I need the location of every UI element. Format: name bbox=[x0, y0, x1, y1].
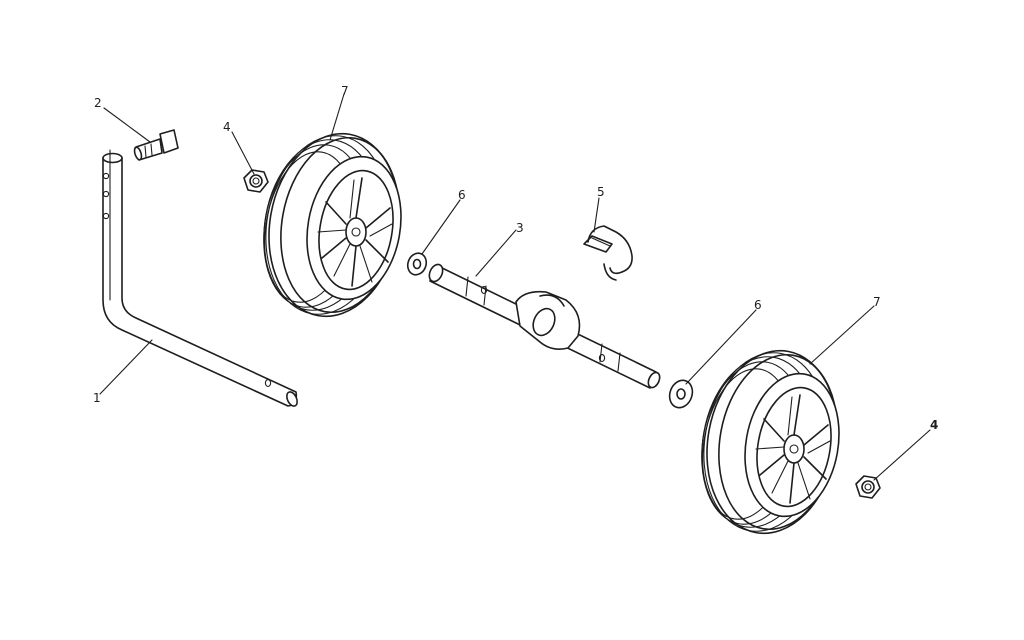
callout-part-7-left: 7 bbox=[341, 84, 349, 98]
callout-part-7-right: 7 bbox=[873, 295, 881, 309]
leader-part-2 bbox=[103, 107, 151, 143]
leader-lines bbox=[99, 93, 931, 481]
washer-right bbox=[668, 379, 694, 409]
wheel-left bbox=[263, 132, 402, 318]
leader-part-1 bbox=[99, 339, 153, 395]
leader-part-7-left bbox=[329, 93, 345, 141]
nut-left bbox=[243, 169, 269, 193]
leader-part-7-right bbox=[809, 305, 875, 365]
leader-part-4-left bbox=[231, 131, 255, 175]
callout-part-6-left: 6 bbox=[458, 188, 466, 202]
callout-part-1: 1 bbox=[93, 391, 101, 405]
wheel-right bbox=[701, 349, 840, 535]
callout-part-4-left: 4 bbox=[223, 120, 231, 134]
callout-labels: 1 2 3 4 4 5 6 6 7 7 bbox=[93, 84, 938, 432]
callout-part-6-right: 6 bbox=[754, 298, 762, 312]
leader-part-6-left bbox=[421, 199, 461, 255]
l-handle-tube bbox=[102, 149, 298, 407]
leader-part-5 bbox=[593, 197, 600, 233]
nut-right bbox=[855, 475, 881, 499]
axle-bar bbox=[428, 263, 661, 389]
callout-part-3: 3 bbox=[516, 221, 524, 235]
leader-part-6-right bbox=[685, 309, 757, 385]
callout-part-5: 5 bbox=[597, 185, 605, 199]
callout-part-2: 2 bbox=[94, 96, 102, 110]
leader-part-4-right bbox=[873, 429, 931, 481]
bolt bbox=[133, 129, 179, 161]
hairpin-clip bbox=[583, 225, 633, 281]
callout-part-4-right: 4 bbox=[930, 418, 938, 432]
leader-part-3 bbox=[475, 229, 517, 277]
washer-left bbox=[406, 252, 428, 276]
